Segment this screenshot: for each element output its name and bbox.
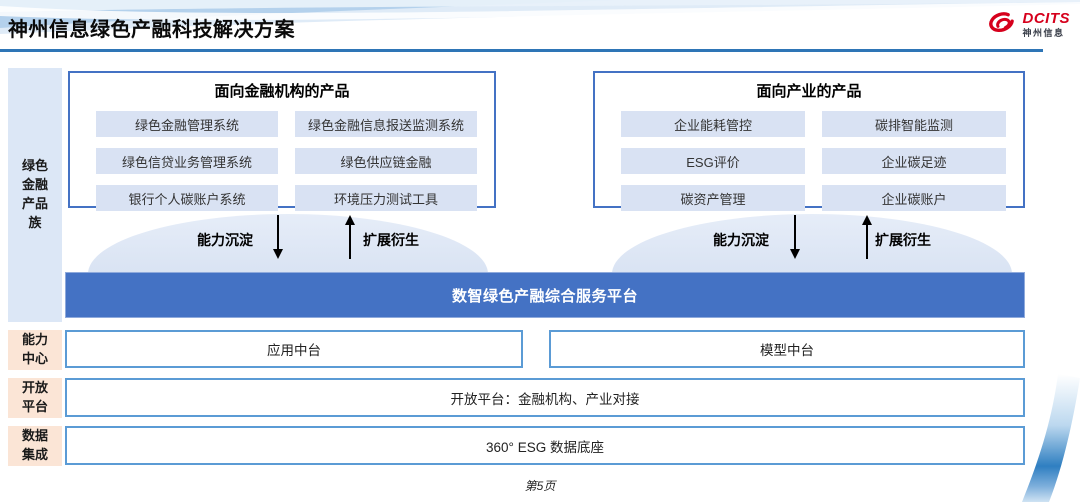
sidebar-item-product-family: 绿色金融产品族 <box>8 68 62 322</box>
product-item: 碳排智能监测 <box>822 111 1006 137</box>
industry-panel-title: 面向产业的产品 <box>756 83 862 100</box>
title-underline <box>0 49 1043 52</box>
industry-panel-grid: 企业能耗管控 碳排智能监测 ESG评价 企业碳足迹 碳资产管理 企业碳账户 <box>595 101 1023 211</box>
dcits-logo: DCITS 神州信息 <box>988 11 1071 38</box>
header-swoosh-decoration <box>0 0 1080 34</box>
financial-products-panel: 面向金融机构的产品 绿色金融管理系统 绿色金融信息报送监测系统 绿色信贷业务管理… <box>68 71 496 211</box>
down-arrow-icon <box>273 215 283 259</box>
logo-text: DCITS 神州信息 <box>1023 11 1071 38</box>
corner-ribbon-decoration <box>1022 374 1080 502</box>
product-item: 绿色金融信息报送监测系统 <box>295 111 477 137</box>
product-item: 绿色供应链金融 <box>295 148 477 174</box>
flow-label-capability-sink: 能力沉淀 <box>713 232 769 248</box>
sidebar-item-capability-center: 能力中心 <box>8 330 62 370</box>
sidebar-item-data-integration: 数据集成 <box>8 426 62 466</box>
flow-label-extend-derive: 扩展衍生 <box>363 232 419 248</box>
logo-brand-chinese: 神州信息 <box>1022 28 1065 38</box>
open-platform-box: 开放平台：金融机构、产业对接 <box>65 378 1025 417</box>
industry-products-panel: 面向产业的产品 企业能耗管控 碳排智能监测 ESG评价 企业碳足迹 碳资产管理 … <box>593 71 1025 211</box>
flow-label-capability-sink: 能力沉淀 <box>197 232 253 248</box>
product-item: 企业碳足迹 <box>822 148 1006 174</box>
capability-dome <box>612 214 1012 272</box>
product-item: 企业碳账户 <box>822 185 1006 211</box>
esg-data-base-box: 360° ESG 数据底座 <box>65 426 1025 465</box>
platform-bar: 数智绿色产融综合服务平台 <box>65 272 1025 318</box>
down-arrow-icon <box>790 215 800 259</box>
page-title: 神州信息绿色产融科技解决方案 <box>8 19 295 41</box>
capability-dome <box>88 214 488 272</box>
product-item: 环境压力测试工具 <box>295 185 477 211</box>
page-number: 第5页 <box>524 479 556 493</box>
logo-brand: DCITS <box>1022 10 1070 27</box>
product-item: 绿色信贷业务管理系统 <box>96 148 278 174</box>
flow-label-extend-derive: 扩展衍生 <box>875 232 931 248</box>
up-arrow-icon <box>862 215 872 259</box>
sidebar-label: 绿色金融产品族 <box>21 158 48 230</box>
product-item: 碳资产管理 <box>621 185 805 211</box>
sidebar-label: 数据集成 <box>21 428 48 462</box>
product-item: 企业能耗管控 <box>621 111 805 137</box>
product-item: ESG评价 <box>621 148 805 174</box>
product-item: 银行个人碳账户系统 <box>96 185 278 211</box>
financial-panel-title: 面向金融机构的产品 <box>214 83 350 100</box>
dcits-swirl-icon <box>988 12 1014 33</box>
sidebar-label: 开放平台 <box>21 380 48 414</box>
sidebar-label: 能力中心 <box>21 332 48 366</box>
up-arrow-icon <box>345 215 355 259</box>
model-middle-platform-box: 模型中台 <box>549 330 1025 368</box>
application-middle-platform-box: 应用中台 <box>65 330 523 368</box>
financial-panel-grid: 绿色金融管理系统 绿色金融信息报送监测系统 绿色信贷业务管理系统 绿色供应链金融… <box>70 101 494 211</box>
product-item: 绿色金融管理系统 <box>96 111 278 137</box>
sidebar-item-open-platform: 开放平台 <box>8 378 62 418</box>
